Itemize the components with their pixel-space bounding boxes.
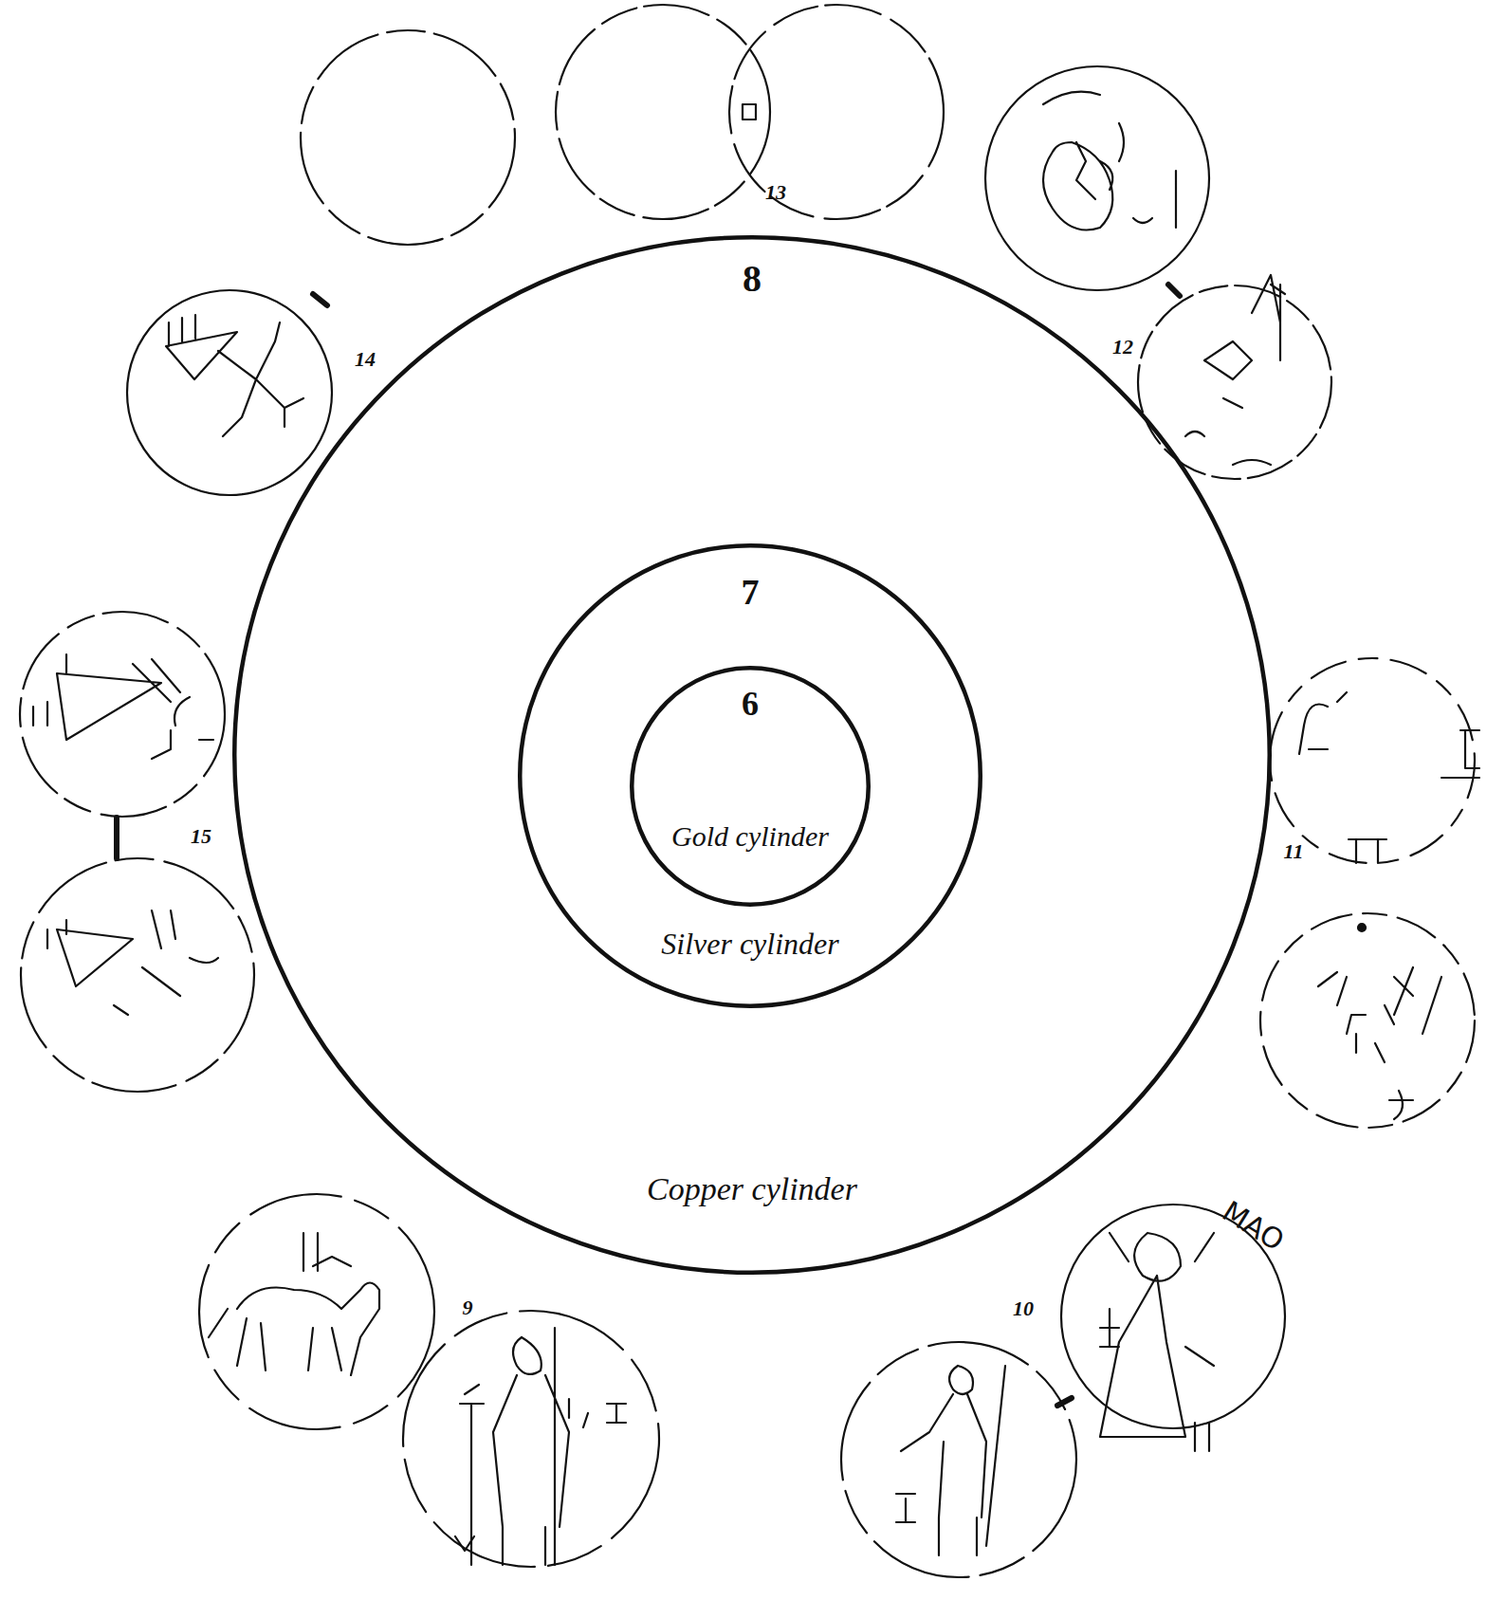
callout-number: 9: [462, 1295, 474, 1321]
callout-number: 15: [190, 824, 212, 849]
cylinder-ring: 8Copper cylinder 7Silver cylinder 6Gold cy…: [232, 235, 1272, 1275]
callout-number: 10: [1012, 1296, 1034, 1322]
cylinder-label: Silver cylinder: [517, 926, 983, 962]
callout-number: 13: [765, 180, 787, 205]
cylinder-label: Gold cylinder: [629, 820, 871, 853]
cylinder-number: 6: [629, 683, 871, 724]
cylinder-number: 7: [517, 570, 983, 613]
cylinder-ring: 6Gold cylinder: [629, 665, 871, 907]
cylinder-label: Copper cylinder: [232, 1171, 1272, 1208]
callout-number: 11: [1284, 839, 1304, 864]
cylinder-number: 8: [232, 256, 1272, 301]
cylinder-outline: [232, 235, 1272, 1275]
callout-number: 12: [1112, 334, 1134, 360]
coin-inscription: MAO: [1216, 1193, 1290, 1258]
cylinder-ring: 7Silver cylinder 6Gold cylinder: [517, 543, 983, 1009]
callout-number: 14: [354, 347, 376, 372]
